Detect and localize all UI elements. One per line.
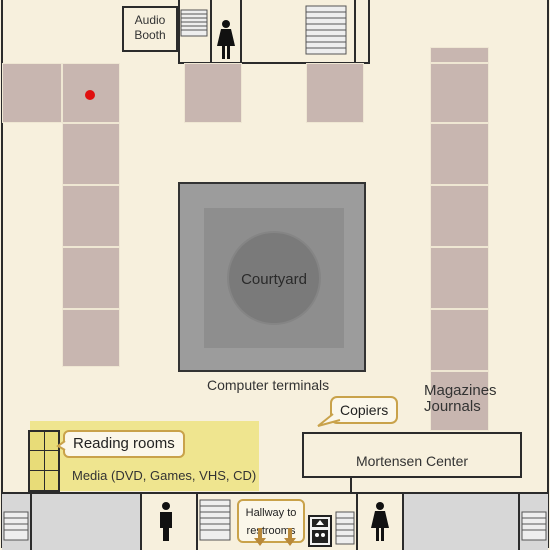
mortensen-center-label: Mortensen Center	[355, 453, 469, 469]
reading-room-divider	[30, 450, 58, 451]
stairs-icon	[3, 511, 29, 541]
copiers-callout: Copiers	[330, 396, 399, 424]
hallway-callout: Hallway to restrooms	[237, 499, 305, 543]
reading-rooms-pointer	[56, 440, 66, 451]
magazine-stack	[430, 123, 489, 185]
female-restroom-icon	[371, 502, 389, 541]
stairs-icon	[199, 499, 231, 541]
stairs-icon	[521, 511, 547, 541]
media-label: Media (DVD, Games, VHS, CD)	[72, 468, 257, 483]
book-stack	[184, 63, 242, 123]
top-annex-divider	[210, 0, 212, 64]
magazine-stack	[430, 185, 489, 247]
top-annex-divider	[240, 0, 242, 64]
audio-booth-label: Audio Booth	[134, 13, 166, 42]
location-marker-icon	[85, 90, 95, 100]
courtyard-label: Courtyard	[241, 271, 307, 288]
hallway-label: Hallway to restrooms	[245, 507, 297, 537]
book-stack	[2, 63, 62, 123]
book-stack	[62, 309, 120, 367]
stairs-icon	[305, 5, 347, 55]
audio-booth-room	[122, 6, 178, 52]
top-annex-divider	[354, 0, 356, 64]
mortensen-wall	[350, 478, 352, 494]
elevator-icon	[308, 515, 332, 547]
reading-rooms-callout: Reading rooms	[63, 430, 185, 458]
copiers-pointer	[317, 413, 341, 427]
magazine-stack	[430, 309, 489, 371]
courtyard-circle	[227, 231, 321, 325]
stairs-icon	[335, 511, 355, 545]
female-restroom-icon	[217, 20, 235, 59]
reading-rooms-label: Reading rooms	[73, 435, 175, 452]
magazines-journals-label: Magazines Journals	[424, 382, 497, 415]
book-stack	[62, 247, 120, 309]
reading-room-divider	[44, 432, 45, 490]
reading-room-divider	[30, 470, 58, 471]
down-arrow-icon	[284, 528, 296, 546]
restroom-divider	[196, 492, 198, 550]
stairs-icon	[180, 9, 208, 37]
mortensen-center-room	[302, 432, 522, 478]
hallway-wall	[30, 494, 32, 550]
hallway-wall	[518, 494, 520, 550]
copiers-label: Copiers	[340, 402, 389, 418]
magazine-stack	[430, 47, 489, 63]
down-arrow-icon	[254, 528, 266, 546]
book-stack	[62, 185, 120, 247]
book-stack	[62, 123, 120, 185]
magazine-stack	[430, 371, 489, 431]
book-stack	[62, 63, 120, 123]
magazine-stack	[430, 247, 489, 309]
magazine-stack	[430, 63, 489, 123]
book-stack	[306, 63, 364, 123]
computer-terminals-label: Computer terminals	[207, 377, 330, 393]
male-restroom-icon	[160, 502, 172, 541]
restroom-divider	[356, 492, 358, 550]
